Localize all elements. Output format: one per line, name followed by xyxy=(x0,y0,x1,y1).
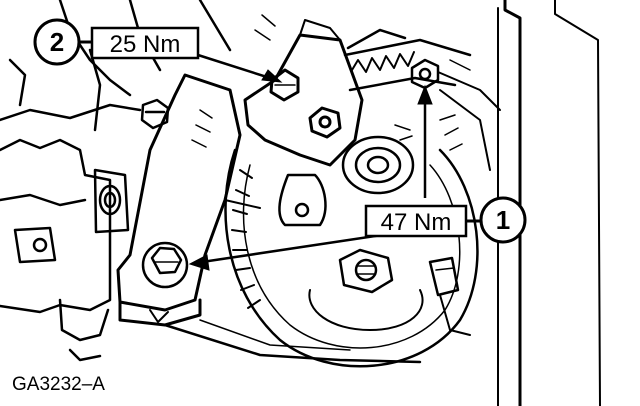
upper-bracket-plate xyxy=(243,19,364,167)
callout-number: 1 xyxy=(496,205,510,235)
alternator xyxy=(224,135,479,368)
shading-strokes xyxy=(191,14,463,151)
callout-1: 47 Nm 1 xyxy=(364,196,527,244)
torque-label-box xyxy=(90,26,200,60)
arrow-head xyxy=(261,69,283,83)
callout-number-circle xyxy=(479,196,527,244)
callout-leaders xyxy=(188,53,433,271)
torque-value: 25 Nm xyxy=(110,31,181,58)
torque-value: 47 Nm xyxy=(381,209,452,236)
arrow-head xyxy=(188,254,210,271)
mounting-bracket xyxy=(116,73,422,364)
arrow-head xyxy=(417,84,433,105)
figure-id: GA3232–A xyxy=(12,374,105,395)
drive-belt xyxy=(343,28,472,92)
bracket-bolt-lower xyxy=(141,241,189,289)
callout-2: 2 25 Nm xyxy=(33,18,200,66)
callout-number: 2 xyxy=(50,27,64,57)
adjuster-bolt-upper xyxy=(410,58,501,171)
